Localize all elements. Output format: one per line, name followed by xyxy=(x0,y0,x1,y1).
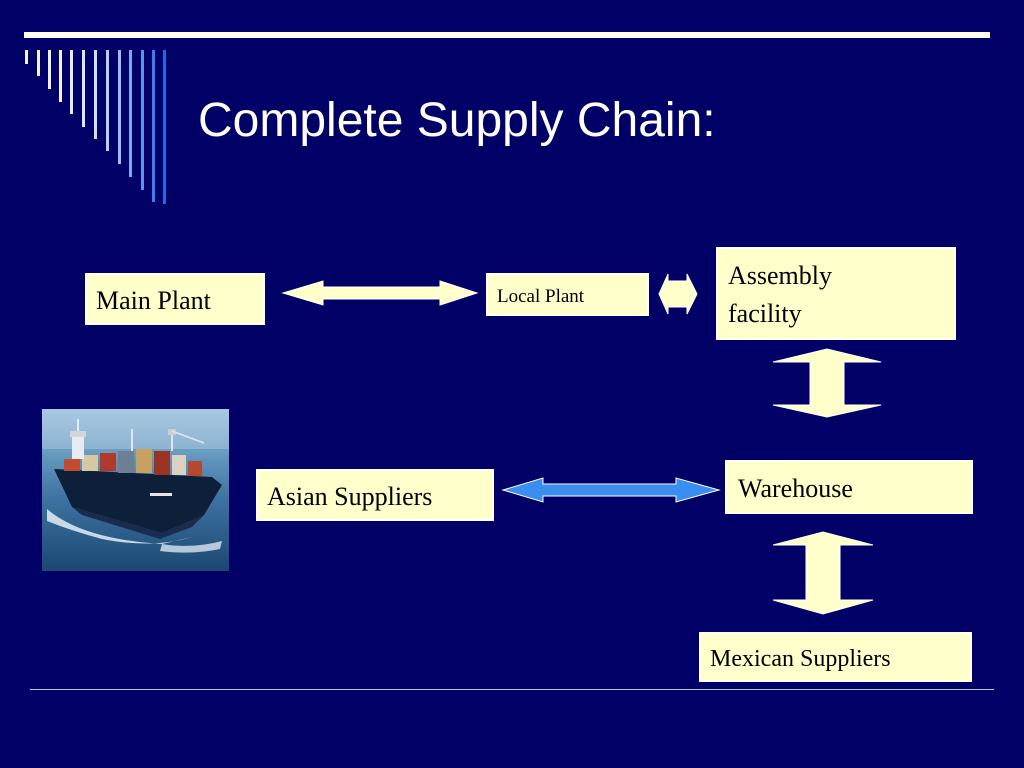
bottom-rule xyxy=(30,689,994,690)
assembly-label-line2: facility xyxy=(728,299,802,328)
asian-warehouse-arrow xyxy=(501,477,721,503)
decorative-stripes xyxy=(25,50,166,204)
asian-suppliers-label: Asian Suppliers xyxy=(267,482,433,511)
local-assembly-arrow xyxy=(658,273,698,315)
assembly-label-line1: Assembly xyxy=(728,261,832,290)
main-plant-label: Main Plant xyxy=(96,286,211,315)
local-plant-label: Local Plant xyxy=(497,286,585,307)
warehouse-box: Warehouse xyxy=(725,460,973,514)
main-plant-box: Main Plant xyxy=(85,273,265,325)
warehouse-mexican-arrow xyxy=(772,531,874,615)
main-local-arrow xyxy=(281,280,479,306)
mexican-suppliers-label: Mexican Suppliers xyxy=(710,646,891,672)
warehouse-label: Warehouse xyxy=(738,474,853,503)
local-plant-box: Local Plant xyxy=(486,273,649,316)
mexican-suppliers-box: Mexican Suppliers xyxy=(699,632,972,682)
slide-title: Complete Supply Chain: xyxy=(198,94,716,147)
assembly-warehouse-arrow xyxy=(772,348,882,418)
assembly-facility-box: Assembly facility xyxy=(716,247,956,340)
top-rule xyxy=(24,32,990,38)
asian-suppliers-box: Asian Suppliers xyxy=(256,469,494,521)
container-ship-image xyxy=(42,409,229,571)
